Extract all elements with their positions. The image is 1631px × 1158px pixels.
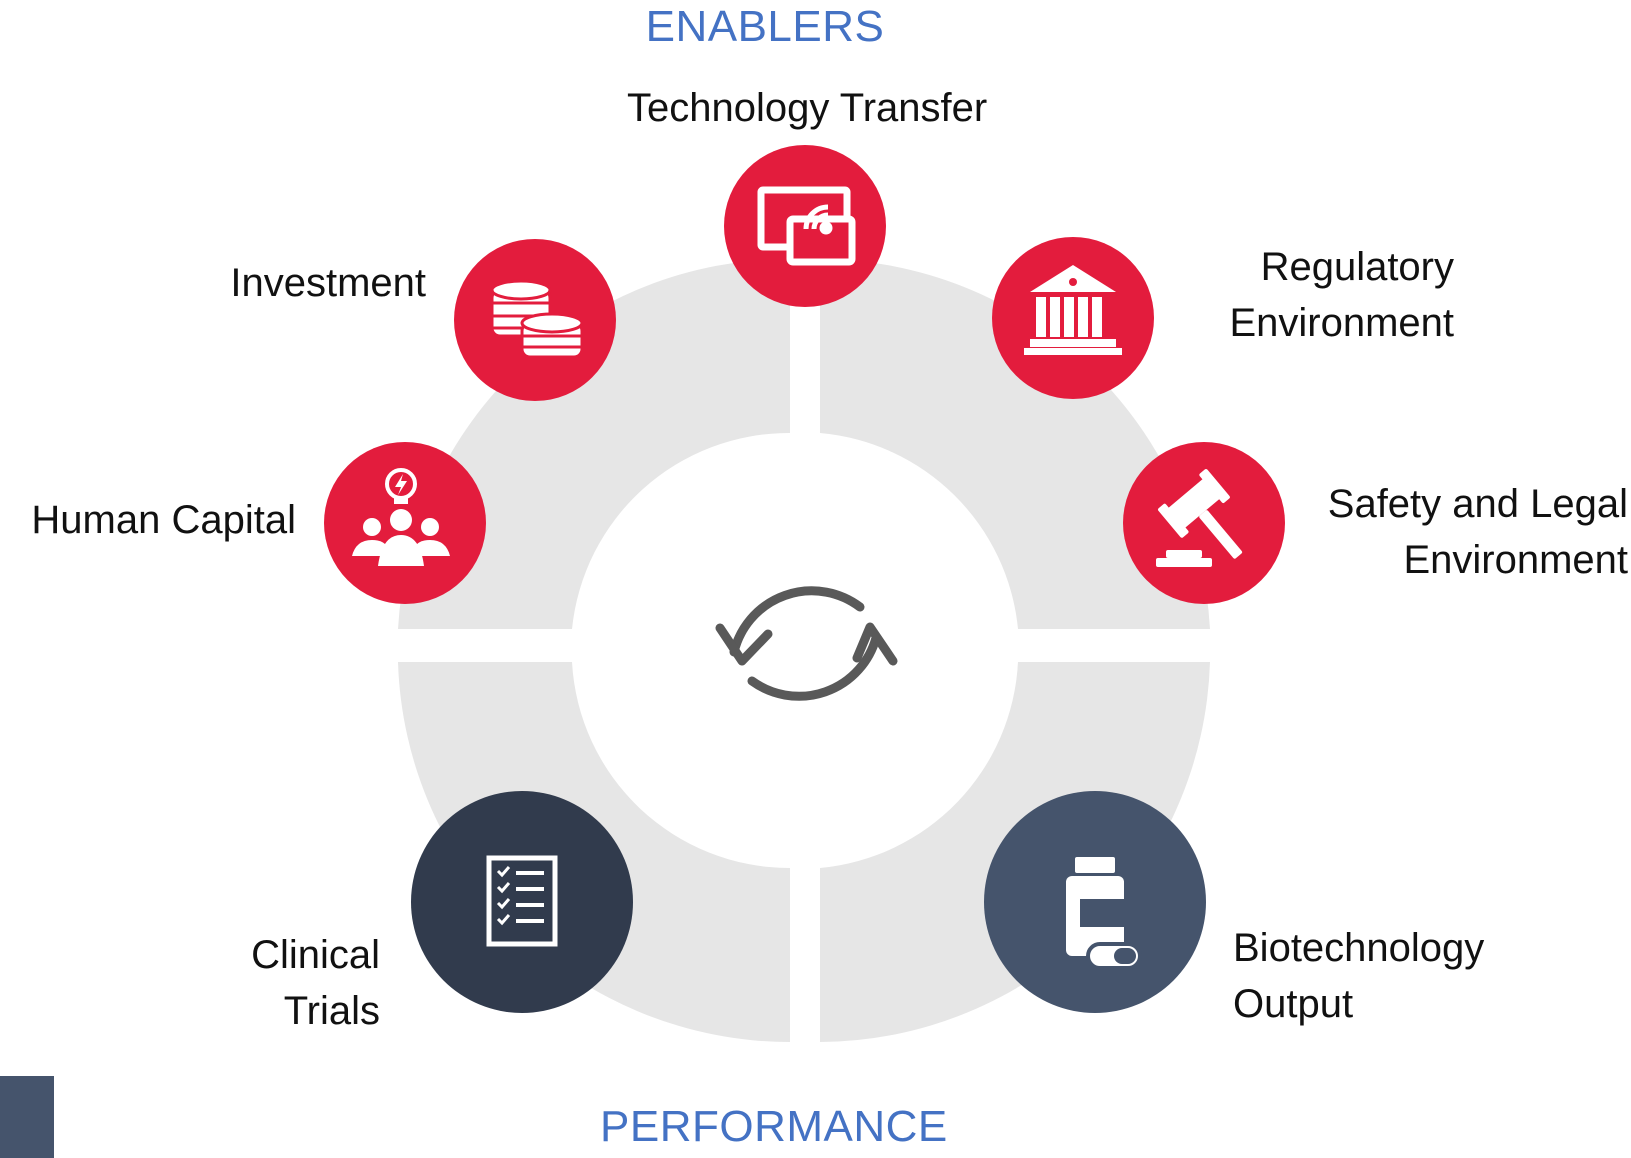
technology-transfer-label: Technology Transfer — [627, 86, 988, 130]
biotechnology-output-label: Biotechnology Output — [1233, 926, 1485, 1026]
human-capital-node — [324, 442, 486, 604]
bank-building-icon — [1024, 265, 1122, 355]
regulatory-environment-label: Regulatory Environment — [1229, 245, 1454, 345]
technology-transfer-node — [724, 145, 886, 307]
safety-legal-node — [1123, 442, 1285, 604]
biotechnology-output-node — [984, 791, 1206, 1013]
human-capital-label: Human Capital — [31, 498, 296, 542]
cycle-arrows-icon — [715, 586, 898, 701]
enablers-heading: ENABLERS — [645, 2, 885, 51]
technology-transfer-icon — [757, 186, 856, 266]
investment-node — [454, 239, 616, 401]
team-idea-icon — [352, 468, 450, 566]
medicine-bottle-icon — [1066, 857, 1142, 970]
gavel-icon — [1156, 469, 1243, 567]
checklist-icon — [486, 855, 558, 947]
clinical-trials-label: Clinical Trials — [251, 933, 380, 1033]
ring-segment-top-right — [820, 259, 1210, 629]
investment-label: Investment — [230, 261, 426, 305]
clinical-trials-node — [411, 791, 633, 1013]
coins-icon — [490, 279, 584, 359]
safety-legal-label: Safety and Legal Environment — [1327, 482, 1628, 582]
performance-heading: PERFORMANCE — [600, 1102, 948, 1151]
regulatory-environment-node — [992, 237, 1154, 399]
corner-decoration — [0, 1076, 54, 1158]
ring-segment-top-left — [398, 258, 790, 629]
